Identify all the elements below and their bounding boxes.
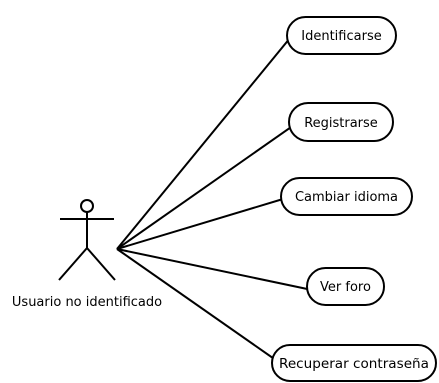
use-case-label: Ver foro (320, 280, 371, 295)
use-case-recuperar-contrasena[interactable]: Recuperar contraseña (271, 344, 437, 382)
use-case-label: Cambiar idioma (295, 190, 398, 205)
actor-left-leg (58, 247, 88, 281)
use-case-label: Identificarse (301, 29, 381, 44)
associations (116, 37, 313, 364)
actor: Usuario no identificado (12, 199, 162, 310)
use-case-cambiar-idioma[interactable]: Cambiar idioma (280, 177, 413, 216)
association-recuperar-contrasena (116, 248, 281, 364)
actor-right-leg (86, 247, 116, 281)
use-case-shape (286, 16, 397, 55)
use-case-shape (288, 102, 394, 142)
actor-head-icon (80, 199, 94, 213)
use-case-shape (280, 177, 413, 216)
use-case-label: Recuperar contraseña (279, 357, 429, 372)
association-registrarse (116, 124, 295, 250)
use-case-shape (306, 267, 385, 306)
association-ver-foro (116, 248, 313, 291)
use-case-shape (271, 344, 437, 382)
use-case-registrarse[interactable]: Registrarse (288, 102, 394, 142)
use-case-identificarse[interactable]: Identificarse (286, 16, 397, 55)
use-case-label: Registrarse (304, 116, 378, 131)
association-cambiar-idioma (116, 198, 284, 250)
actor-label: Usuario no identificado (12, 295, 162, 310)
association-identificarse (116, 37, 291, 250)
use-case-ver-foro[interactable]: Ver foro (306, 267, 385, 306)
